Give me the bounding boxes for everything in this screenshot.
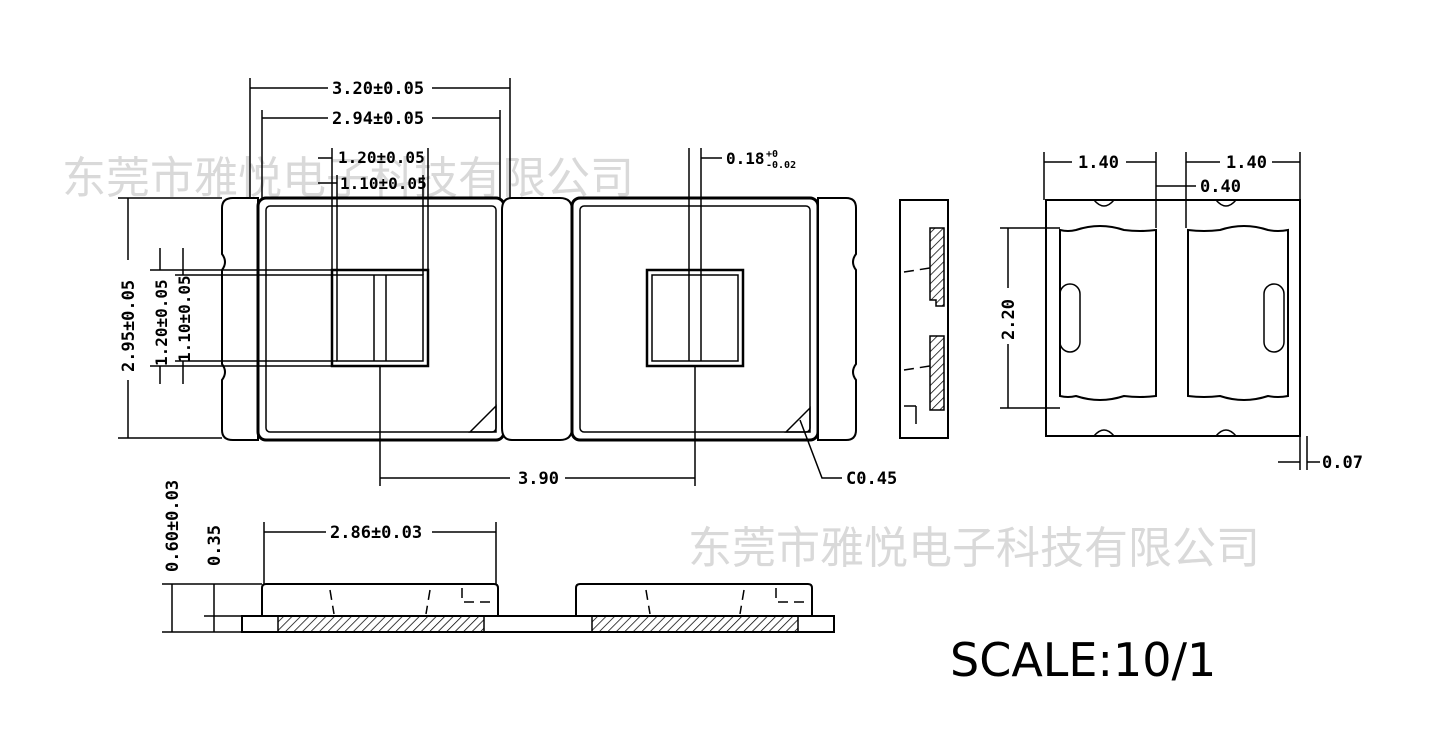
left-component-inner	[265, 205, 497, 433]
front-right-body	[575, 583, 813, 617]
left-window-inner	[336, 274, 424, 362]
front-left-body	[261, 583, 499, 617]
right-window-inner	[651, 274, 739, 362]
dim-window-inner-width: 1.10±0.05	[340, 174, 427, 193]
dim-chamfer: C0.45	[846, 469, 897, 489]
watermark-top: 东莞市雅悦电子科技有限公司	[62, 153, 634, 204]
scale-label: SCALE:10/1	[950, 633, 1216, 687]
dim-overall-width: 3.20±0.05	[332, 79, 424, 99]
dim-base-width: 2.86±0.03	[330, 523, 422, 543]
dim-lead-tol-plus: +0	[766, 149, 778, 160]
dim-overall-height: 2.95±0.05	[119, 280, 139, 372]
left-component-outer	[256, 196, 506, 442]
dim-pad-width-right: 1.40	[1226, 153, 1267, 173]
dim-pad-width-left: 1.40	[1078, 153, 1119, 173]
dim-inner-width: 2.94±0.05	[332, 109, 424, 129]
dim-lead-thickness: 0.18	[726, 149, 765, 168]
dim-pad-height: 2.20	[999, 299, 1019, 340]
dim-total-thickness: 0.60±0.03	[163, 480, 183, 572]
dim-lead-tol-minus: -0.02	[766, 160, 796, 171]
front-left-lead	[277, 615, 485, 633]
pad-dimensions: 1.40 1.40 0.40 2.20 0.07	[999, 152, 1363, 473]
side-view	[898, 199, 949, 439]
pad-left-slot	[1059, 283, 1081, 353]
middle-connector	[501, 197, 573, 441]
front-right-lead	[591, 615, 799, 633]
dim-window-height: 1.20±0.05	[152, 279, 171, 366]
dim-pad-offset: 0.07	[1322, 453, 1363, 473]
front-view	[241, 583, 835, 633]
left-end-cap	[221, 197, 259, 441]
dim-window-inner-height: 1.10±0.05	[175, 275, 194, 362]
dim-pad-gap: 0.40	[1200, 177, 1241, 197]
pad-left	[1059, 225, 1157, 401]
dim-window-width: 1.20±0.05	[338, 148, 425, 167]
front-dimensions: 2.86±0.03 0.60±0.03 0.35	[162, 480, 497, 633]
left-chamfer	[468, 404, 497, 433]
pad-right	[1187, 225, 1289, 401]
pad-view	[1045, 199, 1301, 437]
right-end-cap	[817, 197, 857, 441]
top-view	[221, 196, 857, 442]
watermark-bottom: 东莞市雅悦电子科技有限公司	[688, 523, 1260, 574]
dim-pitch: 3.90	[518, 469, 559, 489]
pad-right-slot	[1263, 283, 1285, 353]
top-dimensions: 3.20±0.05 2.94±0.05 1.20±0.05 1.10±0.05 …	[118, 78, 897, 489]
dim-body-thickness: 0.35	[205, 525, 225, 566]
right-chamfer	[784, 406, 811, 433]
